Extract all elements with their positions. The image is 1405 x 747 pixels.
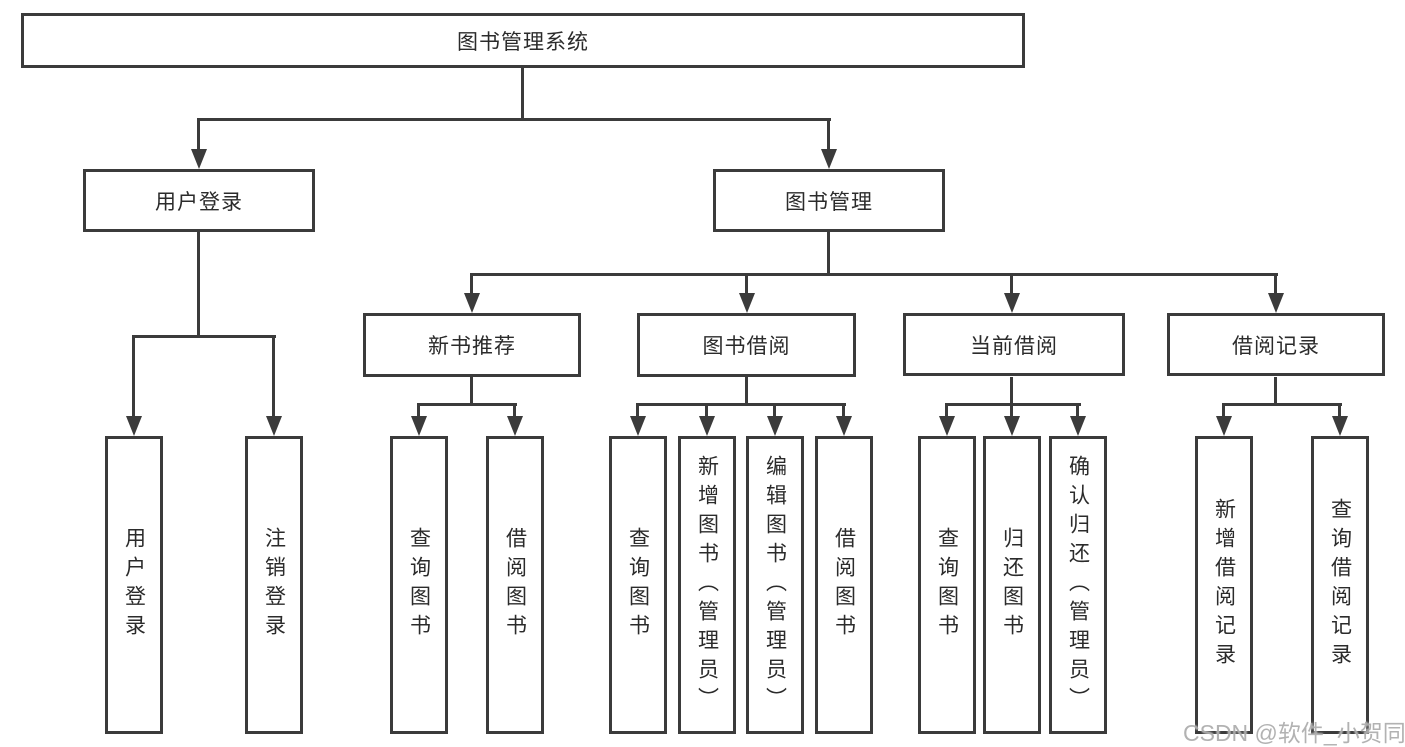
node-book-mgmt-label: 图书管理 <box>785 190 873 214</box>
leaf-user-login-label: 用户登录 <box>122 527 146 643</box>
connector-line <box>636 403 846 406</box>
arrow-down-icon <box>767 416 783 436</box>
arrow-down-icon <box>739 293 755 313</box>
connector-line <box>132 335 276 338</box>
arrow-down-icon <box>126 416 142 436</box>
connector-line <box>773 403 776 417</box>
connector-line <box>132 335 135 416</box>
connector-line <box>827 232 830 276</box>
arrow-down-icon <box>630 416 646 436</box>
leaf-rec-query-books: 查询图书 <box>390 436 448 734</box>
arrow-down-icon <box>1004 293 1020 313</box>
arrow-down-icon <box>939 416 955 436</box>
leaf-bb-add-books-admin-label: 新增图书（管理员） <box>695 454 719 716</box>
connector-line <box>417 403 517 406</box>
leaf-rec-borrow-books: 借阅图书 <box>486 436 544 734</box>
node-book-borrow: 图书借阅 <box>637 313 856 377</box>
connector-line <box>197 118 200 151</box>
node-book-mgmt: 图书管理 <box>713 169 945 232</box>
leaf-cb-query-books: 查询图书 <box>918 436 976 734</box>
leaf-bb-query-books: 查询图书 <box>609 436 667 734</box>
leaf-br-query-record-label: 查询借阅记录 <box>1328 498 1352 672</box>
leaf-logout: 注销登录 <box>245 436 303 734</box>
leaf-logout-label: 注销登录 <box>262 527 286 643</box>
connector-line <box>1338 403 1341 417</box>
arrow-down-icon <box>1332 416 1348 436</box>
connector-line <box>1010 377 1013 406</box>
node-book-borrow-label: 图书借阅 <box>702 335 791 358</box>
leaf-rec-query-books-label: 查询图书 <box>407 527 431 643</box>
arrow-down-icon <box>507 416 523 436</box>
connector-line <box>1274 377 1277 406</box>
connector-line <box>417 403 420 417</box>
node-borrow-records-label: 借阅记录 <box>1232 334 1320 358</box>
connector-line <box>842 403 845 417</box>
leaf-bb-borrow-books-label: 借阅图书 <box>832 527 856 643</box>
leaf-cb-query-books-label: 查询图书 <box>935 527 959 643</box>
arrow-down-icon <box>464 293 480 313</box>
leaf-br-query-record: 查询借阅记录 <box>1311 436 1369 734</box>
connector-line <box>1076 403 1079 417</box>
connector-line <box>470 273 473 294</box>
connector-line <box>1010 403 1013 417</box>
connector-line <box>470 377 473 406</box>
arrow-down-icon <box>266 416 282 436</box>
connector-line <box>745 377 748 406</box>
node-user-login: 用户登录 <box>83 169 315 232</box>
arrow-down-icon <box>1268 293 1284 313</box>
arrow-down-icon <box>1216 416 1232 436</box>
leaf-bb-add-books-admin: 新增图书（管理员） <box>678 436 736 734</box>
node-current-borrow: 当前借阅 <box>903 313 1125 376</box>
connector-line <box>1222 403 1342 406</box>
leaf-cb-return-books: 归还图书 <box>983 436 1041 734</box>
node-current-borrow-label: 当前借阅 <box>970 334 1058 358</box>
leaf-cb-confirm-return-admin-label: 确认归还（管理员） <box>1066 454 1090 716</box>
leaf-br-add-record: 新增借阅记录 <box>1195 436 1253 734</box>
leaf-bb-edit-books-admin-label: 编辑图书（管理员） <box>763 454 787 716</box>
arrow-down-icon <box>699 416 715 436</box>
connector-line <box>513 403 516 417</box>
connector-line <box>705 403 708 417</box>
connector-line <box>1222 403 1225 417</box>
connector-line <box>1010 273 1013 294</box>
leaf-cb-confirm-return-admin: 确认归还（管理员） <box>1049 436 1107 734</box>
connector-line <box>945 403 948 417</box>
leaf-bb-borrow-books: 借阅图书 <box>815 436 873 734</box>
leaf-user-login: 用户登录 <box>105 436 163 734</box>
arrow-down-icon <box>411 416 427 436</box>
arrow-down-icon <box>1070 416 1086 436</box>
arrow-down-icon <box>836 416 852 436</box>
arrow-down-icon <box>1004 416 1020 436</box>
arrow-down-icon <box>191 149 207 169</box>
connector-line <box>272 335 275 416</box>
connector-line <box>636 403 639 417</box>
leaf-rec-borrow-books-label: 借阅图书 <box>503 527 527 643</box>
node-user-login-label: 用户登录 <box>155 190 243 214</box>
connector-line <box>521 68 524 118</box>
node-borrow-records: 借阅记录 <box>1167 313 1385 376</box>
arrow-down-icon <box>821 149 837 169</box>
node-new-book-rec: 新书推荐 <box>363 313 581 377</box>
connector-line <box>197 118 831 121</box>
connector-line <box>1274 273 1277 294</box>
node-root: 图书管理系统 <box>21 13 1025 68</box>
node-root-label: 图书管理系统 <box>457 30 589 54</box>
connector-line <box>470 273 1278 276</box>
csdn-watermark: CSDN @软件_小贺同学 <box>1183 720 1405 746</box>
leaf-bb-query-books-label: 查询图书 <box>626 527 650 643</box>
leaf-br-add-record-label: 新增借阅记录 <box>1212 498 1236 672</box>
connector-line <box>827 118 830 151</box>
connector-line <box>745 273 748 294</box>
node-new-book-rec-label: 新书推荐 <box>428 335 516 358</box>
connector-line <box>197 232 200 336</box>
connector-line <box>945 403 1081 406</box>
leaf-bb-edit-books-admin: 编辑图书（管理员） <box>746 436 804 734</box>
leaf-cb-return-books-label: 归还图书 <box>1000 527 1024 643</box>
